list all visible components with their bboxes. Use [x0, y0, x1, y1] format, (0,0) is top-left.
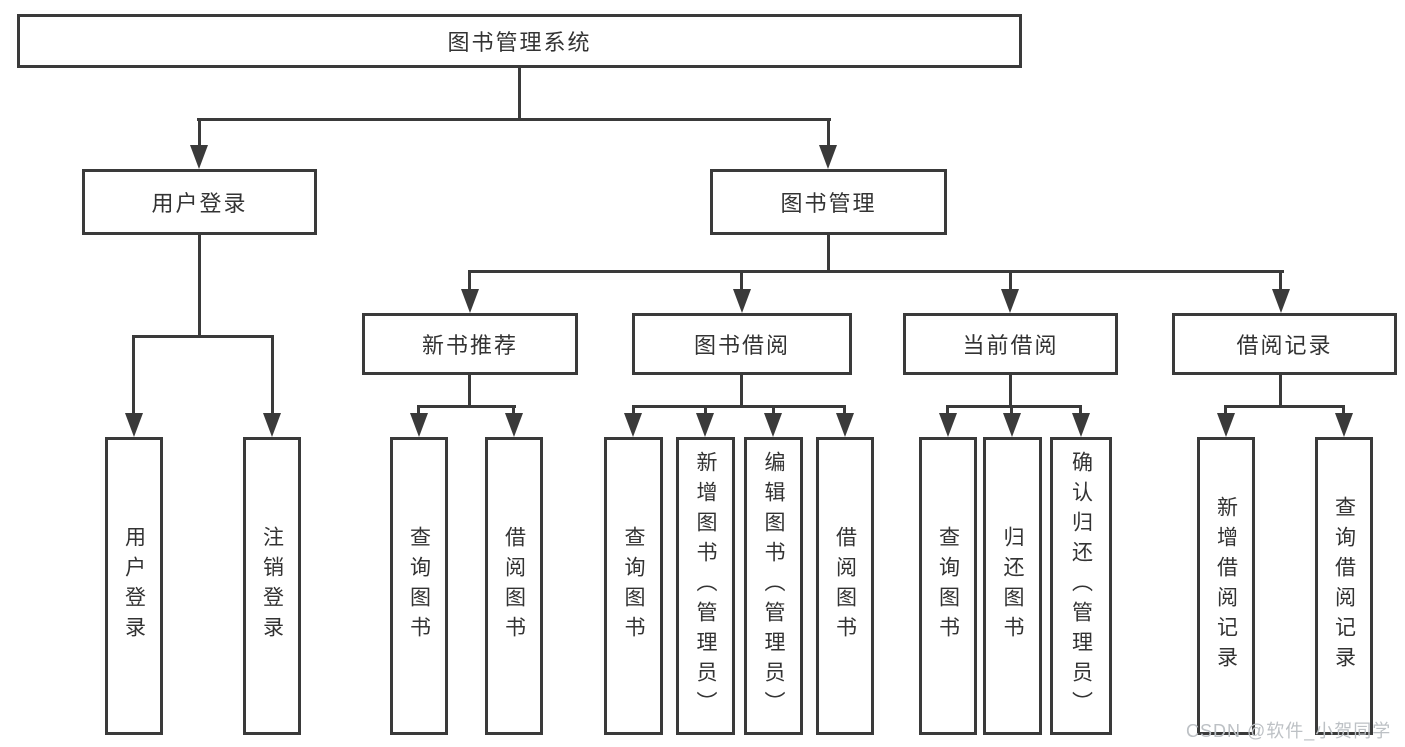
connector-line [1279, 375, 1282, 407]
connector-line [843, 405, 846, 415]
connector-line [1009, 270, 1012, 291]
connector-line [1224, 405, 1227, 415]
leaf-borrow-books: 借阅图书 [816, 437, 874, 735]
connector-arrowhead [764, 413, 782, 437]
connector-line [198, 118, 201, 148]
connector-line [1010, 405, 1013, 415]
csdn-watermark: CSDN @软件_小贺同学 [1186, 721, 1392, 741]
connector-line [197, 118, 831, 121]
leaf-borrow-books-recommend: 借阅图书 [485, 437, 543, 735]
connector-line [827, 235, 830, 273]
connector-line [632, 405, 635, 415]
leaf-query-books-borrowing: 查询图书 [604, 437, 663, 735]
connector-line [632, 405, 846, 408]
connector-arrowhead [505, 413, 523, 437]
connector-line [417, 405, 516, 408]
connector-line [1009, 375, 1012, 407]
connector-line [1342, 405, 1345, 415]
connector-arrowhead [819, 145, 837, 169]
leaf-query-books-recommend: 查询图书 [390, 437, 448, 735]
connector-arrowhead [1217, 413, 1235, 437]
connector-line [518, 68, 521, 120]
connector-line [946, 405, 949, 415]
connector-line [468, 375, 471, 407]
node-book-borrowing: 图书借阅 [632, 313, 852, 375]
connector-line [704, 405, 707, 415]
connector-line [1224, 405, 1345, 408]
connector-arrowhead [1001, 289, 1019, 313]
node-user-login: 用户登录 [82, 169, 317, 235]
connector-line [772, 405, 775, 415]
connector-arrowhead [1072, 413, 1090, 437]
connector-arrowhead [263, 413, 281, 437]
connector-arrowhead [696, 413, 714, 437]
connector-arrowhead [836, 413, 854, 437]
connector-line [271, 335, 274, 415]
connector-line [740, 375, 743, 407]
connector-arrowhead [1272, 289, 1290, 313]
leaf-add-borrow-record: 新增借阅记录 [1197, 437, 1255, 735]
connector-line [198, 235, 201, 337]
connector-line [132, 335, 135, 415]
connector-line [1279, 270, 1282, 291]
connector-line [468, 270, 471, 291]
leaf-query-books-current: 查询图书 [919, 437, 977, 735]
connector-line [1079, 405, 1082, 415]
node-new-book-recommend: 新书推荐 [362, 313, 578, 375]
connector-arrowhead [624, 413, 642, 437]
connector-arrowhead [190, 145, 208, 169]
connector-arrowhead [410, 413, 428, 437]
connector-arrowhead [939, 413, 957, 437]
connector-line [827, 118, 830, 148]
connector-line [132, 335, 274, 338]
connector-arrowhead [1335, 413, 1353, 437]
connector-arrowhead [461, 289, 479, 313]
connector-line [417, 405, 420, 415]
leaf-confirm-return-admin: 确认归还（管理员） [1050, 437, 1112, 735]
node-book-management: 图书管理 [710, 169, 947, 235]
node-borrowing-records: 借阅记录 [1172, 313, 1397, 375]
leaf-edit-book-admin: 编辑图书（管理员） [744, 437, 803, 735]
leaf-logout: 注销登录 [243, 437, 301, 735]
leaf-add-book-admin: 新增图书（管理员） [676, 437, 735, 735]
connector-line [740, 270, 743, 291]
leaf-user-login: 用户登录 [105, 437, 163, 735]
connector-arrowhead [733, 289, 751, 313]
connector-arrowhead [125, 413, 143, 437]
connector-line [468, 270, 1284, 273]
node-current-borrowing: 当前借阅 [903, 313, 1118, 375]
connector-line [512, 405, 515, 415]
connector-line [946, 405, 1082, 408]
leaf-return-books: 归还图书 [983, 437, 1042, 735]
connector-arrowhead [1003, 413, 1021, 437]
leaf-query-borrow-record: 查询借阅记录 [1315, 437, 1373, 735]
node-library-system: 图书管理系统 [17, 14, 1022, 68]
